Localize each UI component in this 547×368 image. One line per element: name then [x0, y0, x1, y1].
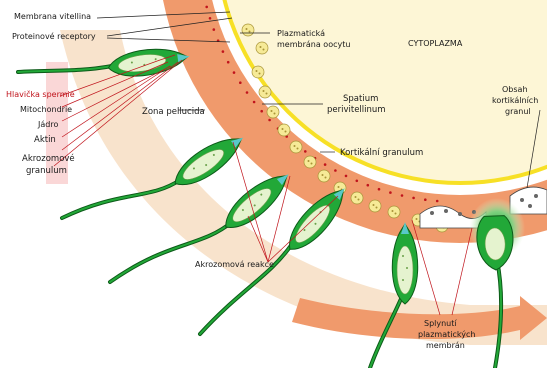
receptor-dot	[436, 200, 439, 203]
receptor-dot	[412, 197, 415, 200]
label-cytoplazma: CYTOPLAZMA	[408, 39, 463, 48]
receptor-dot	[209, 17, 212, 20]
receptor-dot	[378, 188, 381, 191]
cortical-granule	[267, 106, 279, 118]
receptor-dot	[253, 101, 256, 104]
receptor-dot	[213, 28, 216, 31]
receptor-dot	[239, 81, 242, 84]
cortical-granule	[351, 192, 363, 204]
cortical-granule	[304, 156, 316, 168]
label-spatium-2: perivitellinum	[327, 105, 386, 115]
label-splynuti-1: Splynutí	[424, 319, 457, 328]
receptor-dot	[233, 71, 236, 74]
cortical-granule	[256, 42, 268, 54]
label-akrozomove-granulum-1: Akrozomové	[22, 153, 75, 164]
receptor-dot	[324, 163, 327, 166]
label-spatium-1: Spatium	[343, 94, 378, 104]
receptor-dot	[246, 91, 249, 94]
receptor-dot	[356, 180, 359, 183]
label-proteinove-receptory: Proteinové receptory	[12, 31, 96, 41]
label-obsah-1: Obsah	[502, 85, 528, 94]
label-obsah-2: kortikálních	[492, 96, 538, 105]
receptor-dot	[345, 175, 348, 178]
label-plazmaticka-2: membrána oocytu	[277, 40, 350, 49]
receptor-dot	[268, 119, 271, 122]
label-zona-pellucida: Zona pellucida	[142, 107, 205, 117]
receptor-dot	[424, 198, 427, 201]
receptor-dot	[389, 191, 392, 194]
label-jadro: Jádro	[37, 120, 58, 129]
cortical-granule	[290, 141, 302, 153]
label-aktin: Aktin	[34, 135, 56, 145]
cortical-granule	[259, 86, 271, 98]
label-splynuti-2: plazmatických	[418, 330, 475, 339]
label-membrana-vitellina: Membrana vitellina	[14, 12, 91, 21]
label-plazmaticka-1: Plazmatická	[277, 29, 325, 38]
receptor-dot	[260, 110, 263, 113]
cortical-granule	[252, 66, 264, 78]
label-obsah-3: granul	[505, 107, 531, 116]
receptor-dot	[334, 169, 337, 172]
receptor-dot	[401, 194, 404, 197]
label-hlavicka-spermie: Hlavička spermie	[6, 89, 75, 99]
receptor-dot	[304, 150, 307, 153]
cortical-granule	[242, 24, 254, 36]
receptor-dot	[205, 6, 208, 9]
label-akrozomove-granulum-2: granulum	[26, 166, 67, 176]
label-akrozomova-reakce: Akrozomová reakce	[195, 260, 274, 269]
receptor-dot	[367, 184, 370, 187]
label-mitochondrie: Mitochondrie	[20, 105, 72, 114]
label-splynuti-3: membrán	[426, 341, 465, 350]
cortical-granule	[278, 124, 290, 136]
sperm	[476, 215, 514, 368]
receptor-dot	[227, 61, 230, 64]
cortical-granule	[318, 170, 330, 182]
receptor-dot	[222, 50, 225, 53]
cortical-granule	[369, 200, 381, 212]
cortical-granule	[388, 206, 400, 218]
label-kortikalni-granulum: Kortikální granulum	[340, 148, 423, 158]
